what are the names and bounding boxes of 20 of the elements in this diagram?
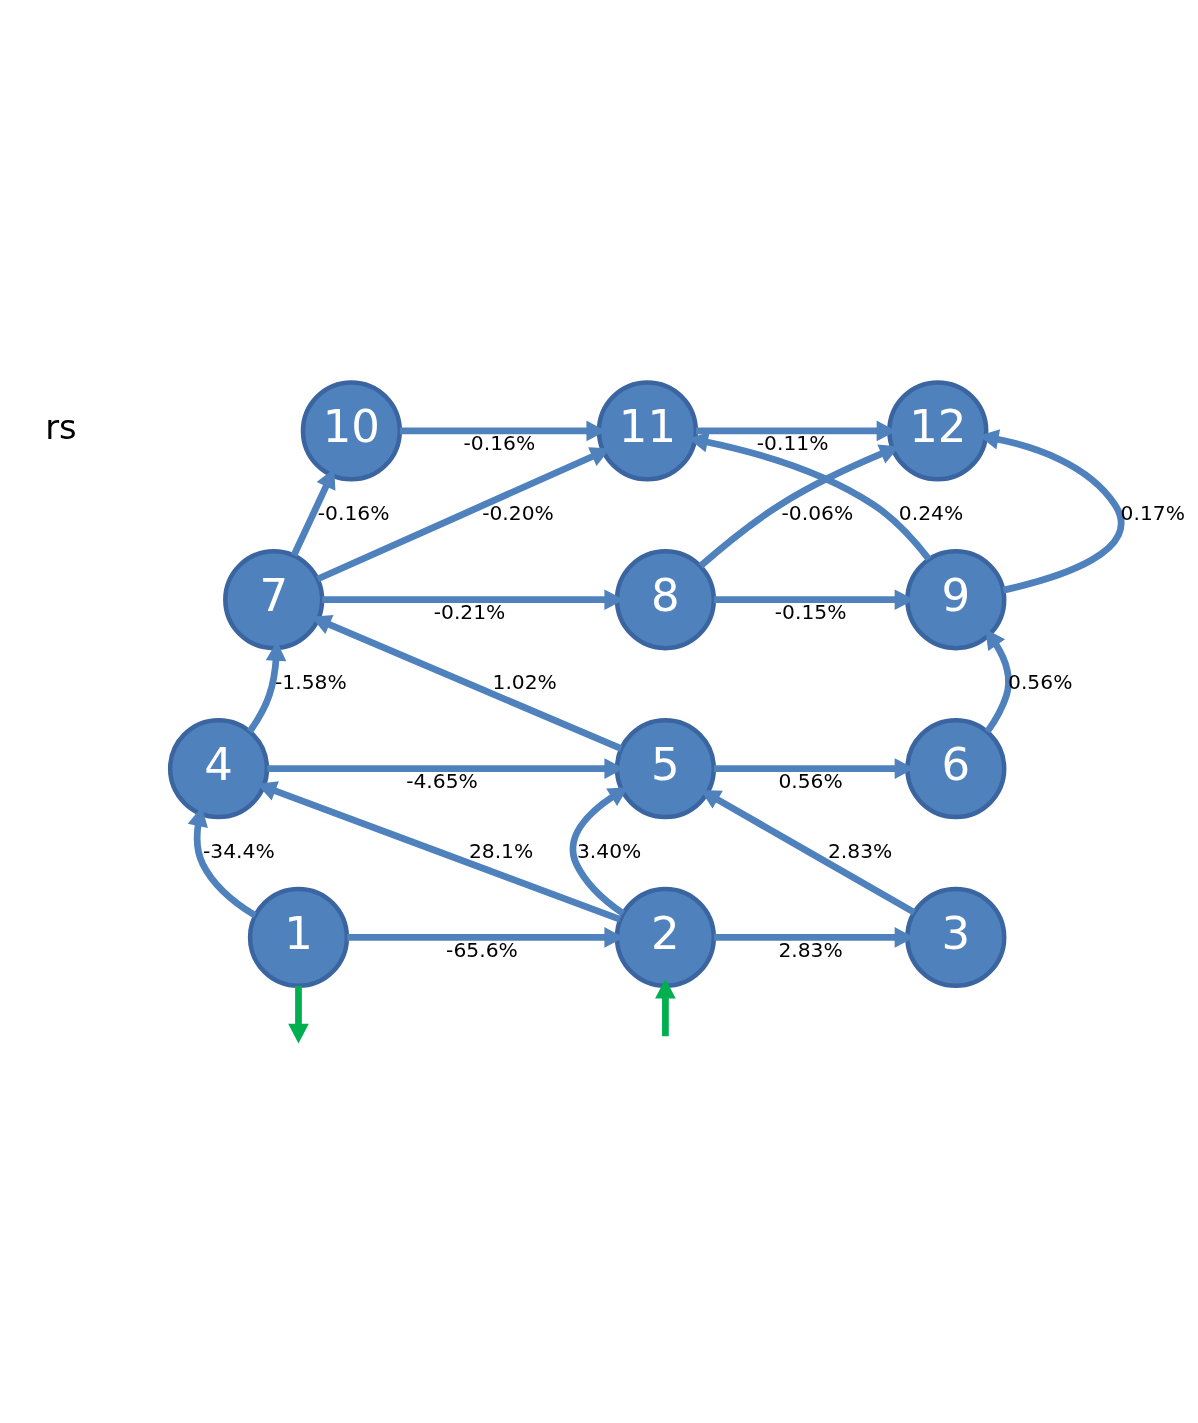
edge-label: -4.65% xyxy=(406,769,478,794)
edge-label: -1.58% xyxy=(275,670,347,695)
edge-label: 2.83% xyxy=(827,838,893,863)
edge-label: -65.6% xyxy=(446,937,518,962)
edge-label: -0.11% xyxy=(756,431,829,456)
edge-label: -0.20% xyxy=(482,501,554,526)
edge-label: 0.24% xyxy=(898,501,964,526)
edge-label: -34.4% xyxy=(203,838,275,863)
edge-label: -0.16% xyxy=(463,431,536,456)
edge-label: -0.15% xyxy=(774,600,847,625)
edge-label: 2.83% xyxy=(778,937,843,962)
edge-label: 28.1% xyxy=(468,838,534,863)
edge-label: -0.06% xyxy=(781,501,854,526)
edge-label: 0.56% xyxy=(778,769,843,794)
label: rs xyxy=(45,408,77,448)
edge-label: -0.21% xyxy=(433,600,506,625)
edge-label: 1.02% xyxy=(492,670,557,695)
edge-label: 0.17% xyxy=(1120,501,1185,526)
edge-label: 3.40% xyxy=(576,838,642,863)
edge-label: -0.16% xyxy=(317,501,390,526)
